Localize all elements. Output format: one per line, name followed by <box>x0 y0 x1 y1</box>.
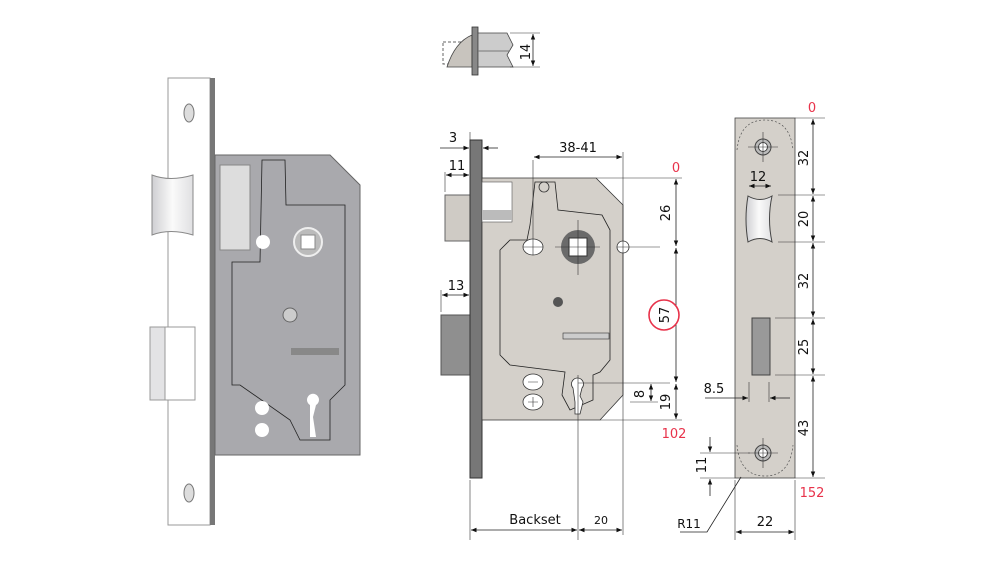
keyhole <box>571 377 584 415</box>
screw <box>553 297 563 307</box>
backset-label: Backset <box>509 513 560 528</box>
backset-offset-label: 20 <box>594 514 608 527</box>
screw-offset-label: 11 <box>695 457 710 474</box>
strike-plate-view: 0 32 20 32 25 43 152 12 8.5 11 R11 22 <box>677 101 825 540</box>
spindle-from-top-label: 26 <box>659 205 674 222</box>
lock-3d-view <box>149 77 361 526</box>
faceplate <box>167 77 211 526</box>
radius-label: R11 <box>677 517 701 531</box>
latch-height-label: 14 <box>519 44 534 61</box>
keyhole-to-bottom-label: 19 <box>659 394 674 411</box>
lock-case <box>214 154 361 456</box>
strike-origin-label: 0 <box>808 101 816 116</box>
side-total-height-label: 102 <box>662 427 687 442</box>
keyhole-offset-label: 8 <box>633 390 648 398</box>
latch-opening <box>745 194 773 244</box>
keyhole <box>307 393 319 437</box>
deadbolt-projection-label: 13 <box>448 279 465 294</box>
latch-width-label: 12 <box>750 170 767 185</box>
bolt-width-label: 8.5 <box>704 382 725 397</box>
faceplate <box>469 139 483 479</box>
plate-width-label: 22 <box>757 515 774 530</box>
highlight-circle <box>648 299 680 331</box>
strike-total-height-label: 152 <box>800 486 825 501</box>
spindle-to-keyhole-label: 57 <box>658 307 673 324</box>
faceplate-thickness-label: 3 <box>449 131 457 146</box>
lock-side-view: 3 11 13 38-41 0 26 57 19 8 102 Backset 2… <box>440 131 686 540</box>
latch-projection-label: 11 <box>449 159 466 174</box>
screw-hole-bottom <box>183 483 195 503</box>
top-to-latch-label: 32 <box>797 150 812 167</box>
screw-hole-top <box>183 103 195 123</box>
bolt-height-label: 25 <box>797 339 812 356</box>
case-depth-label: 38-41 <box>559 141 597 156</box>
side-origin-label: 0 <box>672 161 680 176</box>
latch-to-bolt-label: 32 <box>797 273 812 290</box>
deadbolt <box>440 314 471 376</box>
bolt-to-bottom-label: 43 <box>797 420 812 437</box>
faceplate-edge <box>210 78 215 525</box>
latch-top-view: 14 <box>442 26 540 76</box>
latch-height-label: 20 <box>797 211 812 228</box>
latch <box>444 194 471 242</box>
strike-plate <box>734 117 796 479</box>
bolt-opening <box>751 317 771 376</box>
latch <box>151 174 194 236</box>
